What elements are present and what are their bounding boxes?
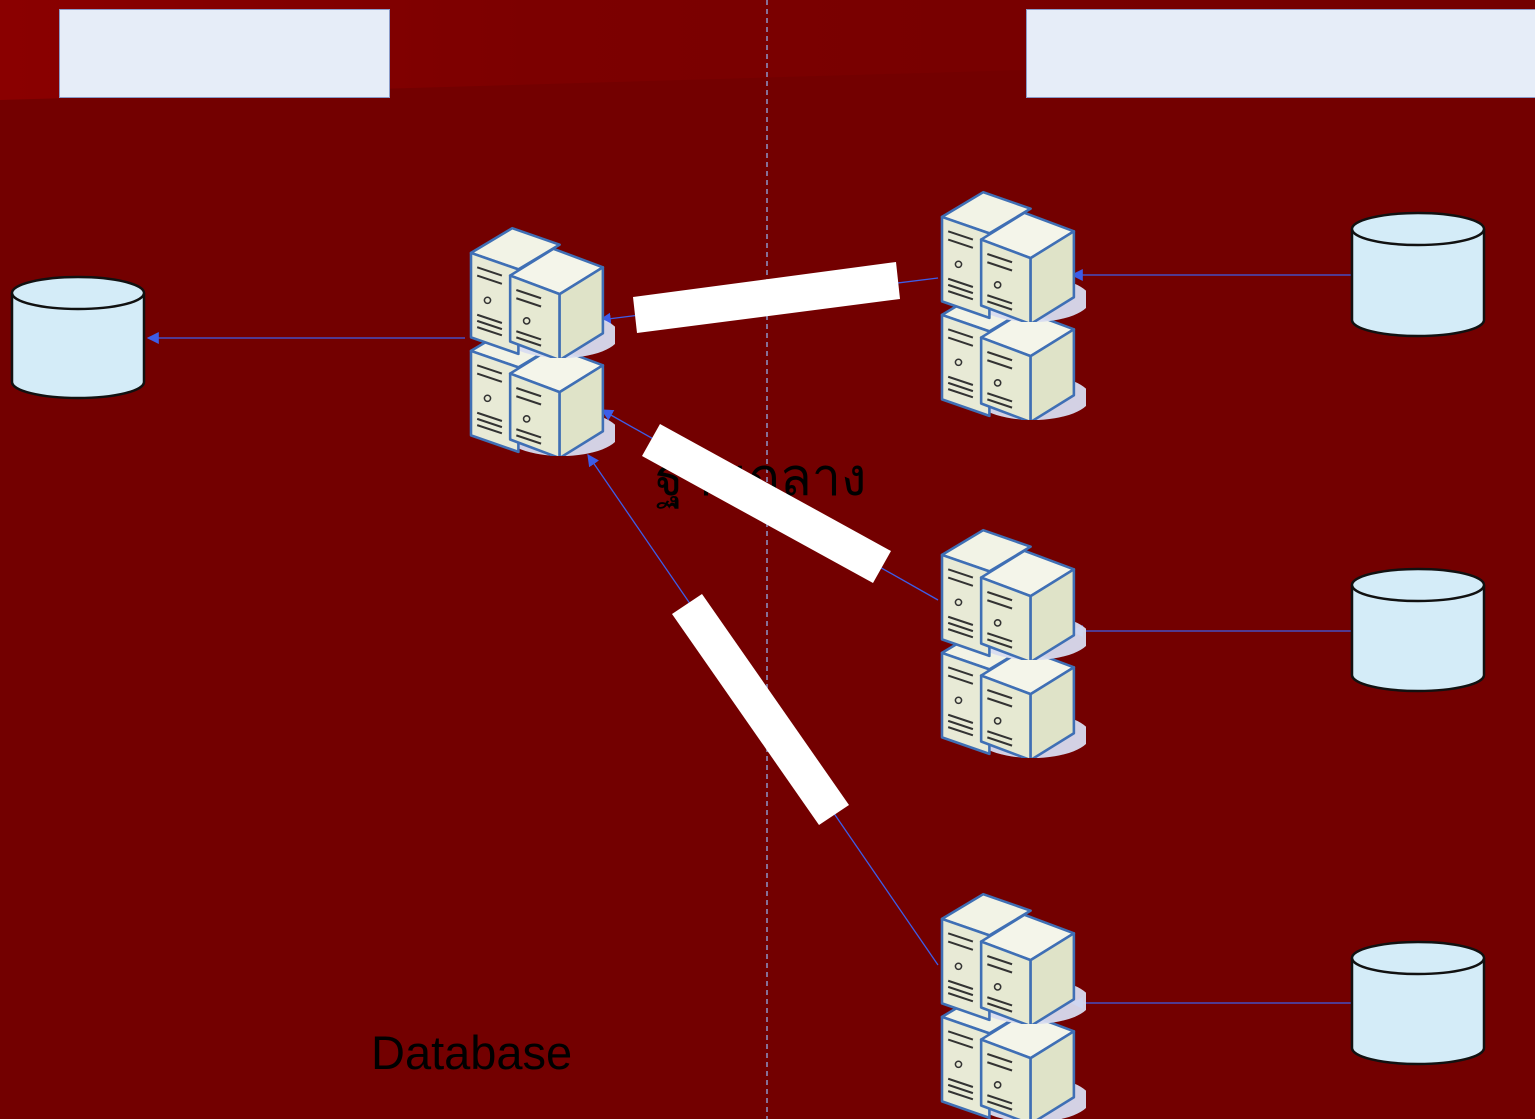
white-bar-middle xyxy=(642,424,891,583)
database-cylinder-icon xyxy=(10,275,146,400)
database-cylinder-icon xyxy=(1350,567,1486,693)
database-label: Database xyxy=(371,1026,573,1079)
white-bar-bottom xyxy=(672,594,849,825)
header-box-left xyxy=(59,9,390,98)
database-cylinder-icon xyxy=(1350,211,1486,338)
header-box-right xyxy=(1026,9,1535,98)
database-cylinder-icon xyxy=(1350,940,1486,1066)
white-bar-top xyxy=(633,262,900,333)
